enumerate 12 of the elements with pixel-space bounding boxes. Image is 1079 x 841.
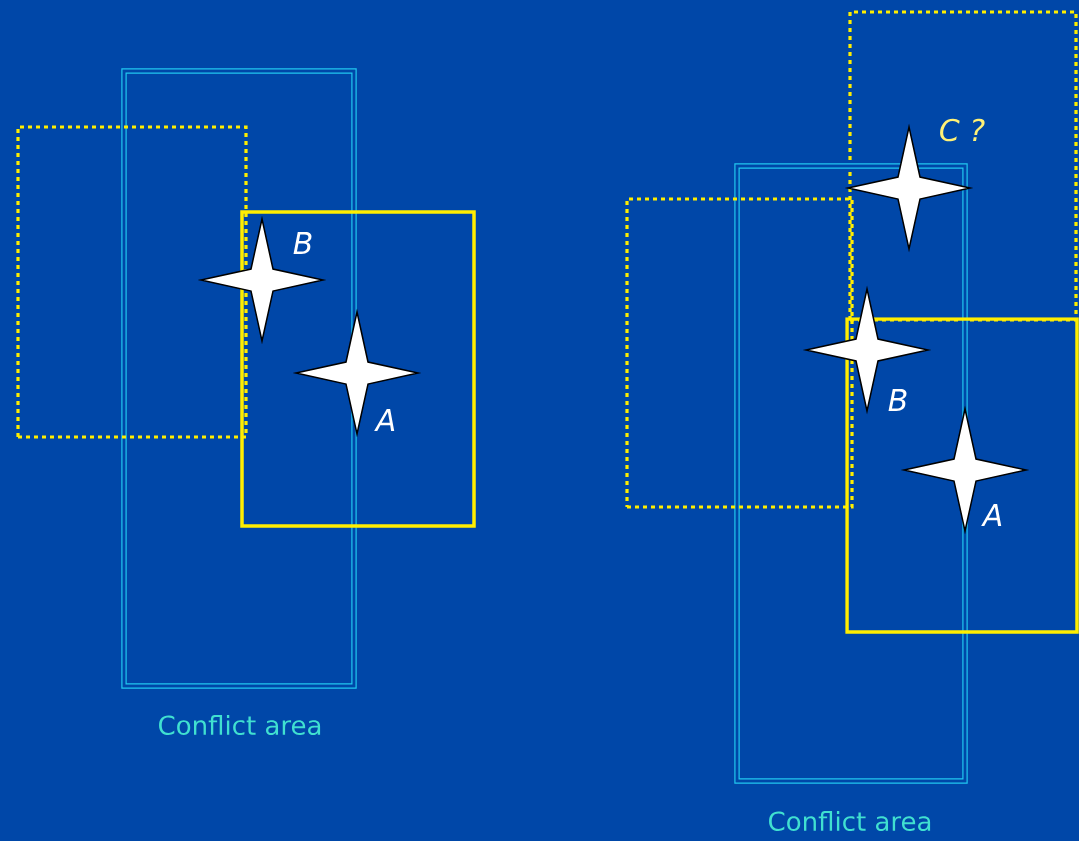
star-label: A [981,504,1002,526]
dotted-box [16,125,248,439]
star-label: B [888,389,907,411]
box-outline [240,210,476,528]
star-label: A [374,409,395,431]
star-label: C ? [940,118,985,142]
star-label: B [293,232,312,254]
area-label: Conflict area [159,714,321,736]
area-label: Conflict area [769,810,931,832]
dotted-box [625,197,854,509]
dotted-box [848,10,1078,322]
box-outline [845,317,1079,634]
